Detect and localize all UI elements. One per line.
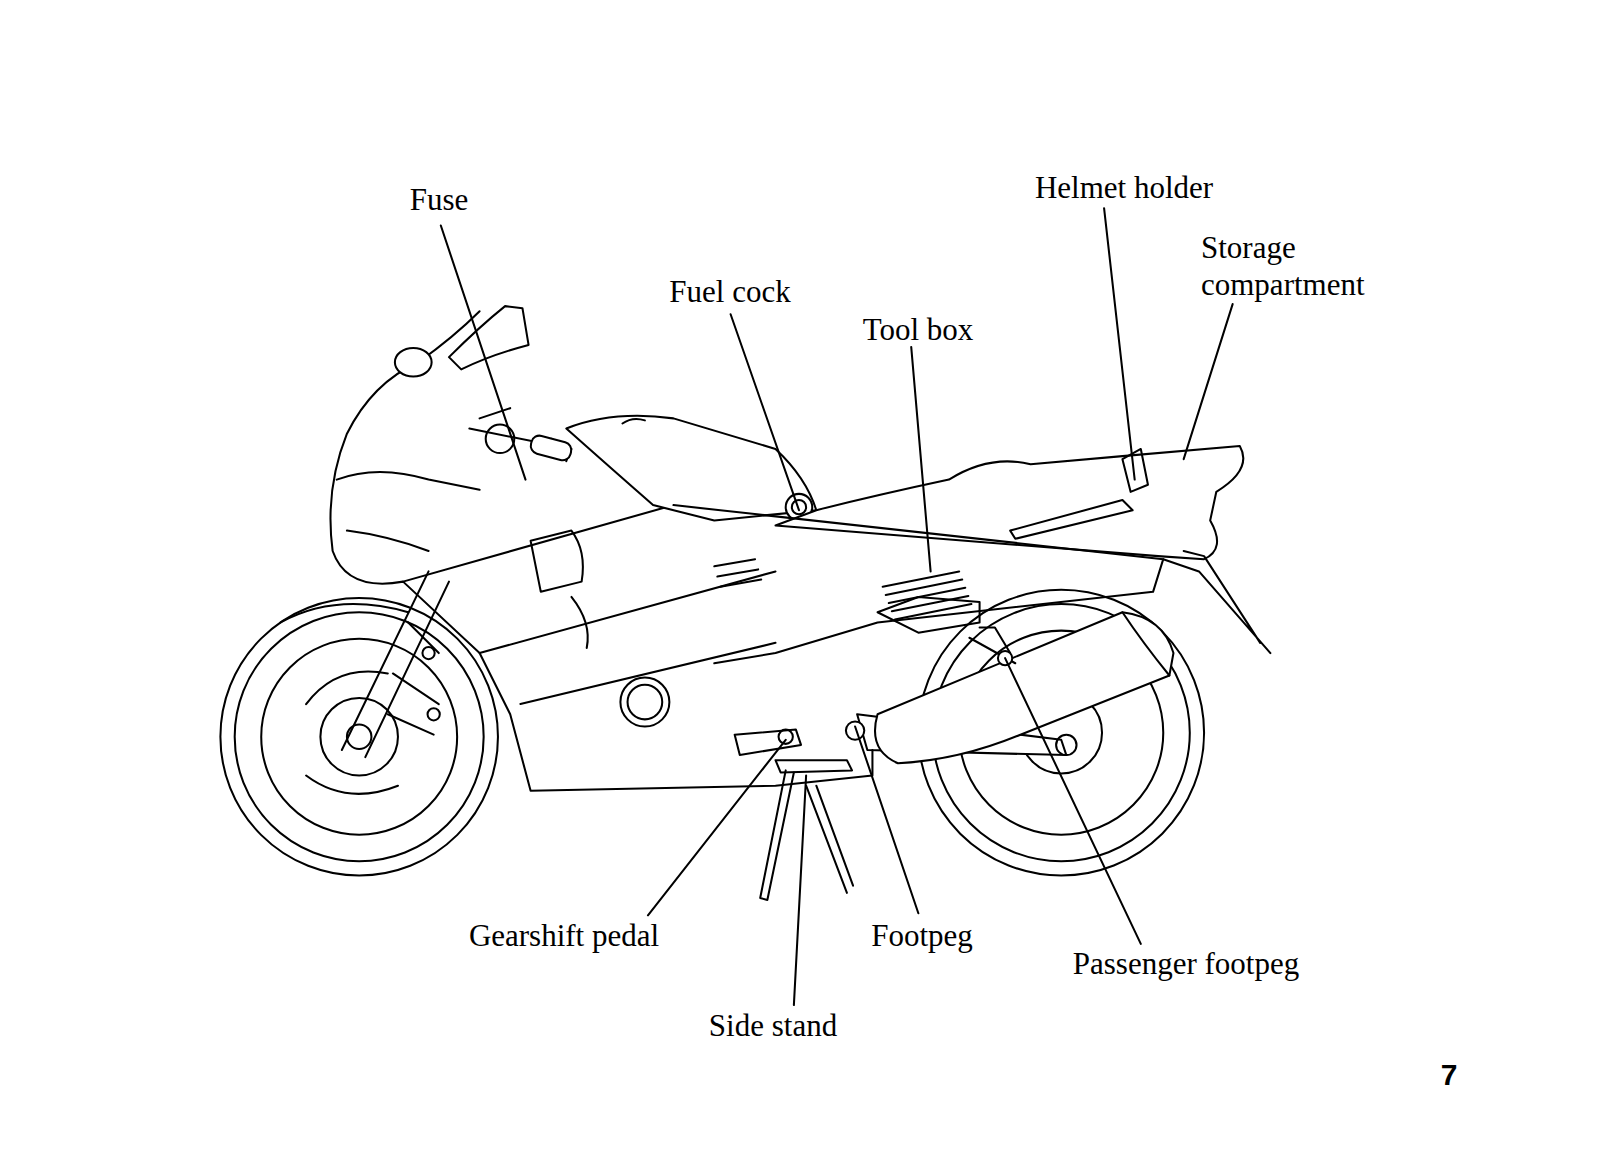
- page-number-text: 7: [1441, 1056, 1458, 1093]
- part-label: Tool box: [863, 311, 974, 348]
- part-name: Tool box: [863, 311, 974, 348]
- part-name: Passenger footpeg: [1073, 945, 1299, 982]
- part-name: Helmet holder: [1035, 169, 1213, 206]
- part-label: Helmet holder: [1035, 169, 1213, 206]
- part-name: Storage compartment: [1201, 229, 1411, 303]
- part-label: Footpeg: [871, 917, 973, 954]
- part-name: Side stand: [709, 1007, 837, 1044]
- part-label: Passenger footpeg: [1073, 945, 1299, 982]
- part-name: Fuel cock: [669, 273, 790, 310]
- part-label: Fuse: [410, 181, 469, 218]
- part-name: Footpeg: [871, 917, 973, 954]
- page-number: 7: [1441, 1056, 1458, 1093]
- part-label: Fuel cock: [669, 273, 790, 310]
- part-label: Gearshift pedal: [469, 917, 659, 954]
- part-name: Fuse: [410, 181, 469, 218]
- part-label: Side stand: [709, 1007, 837, 1044]
- part-label: Storage compartment: [1201, 229, 1411, 303]
- part-name: Gearshift pedal: [469, 917, 659, 954]
